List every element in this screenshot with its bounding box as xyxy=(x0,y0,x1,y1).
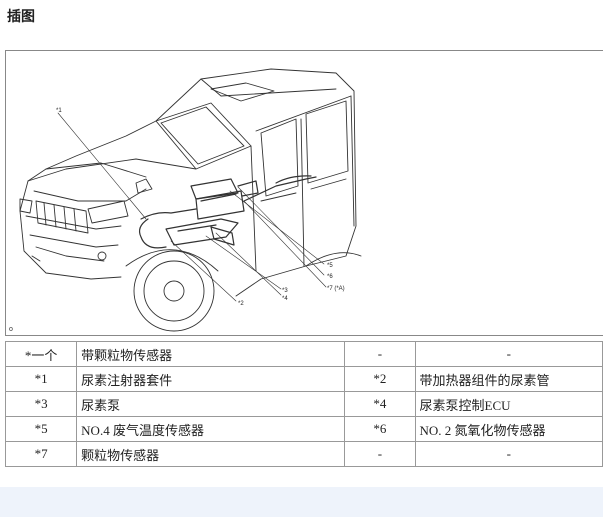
table-row: *5 NO.4 废气温度传感器 *6 NO. 2 氮氧化物传感器 xyxy=(4,416,603,442)
section-heading: 插图 xyxy=(7,9,35,25)
legend-label: - xyxy=(414,341,603,367)
legend-code: *3 xyxy=(4,391,78,417)
legend-label: 带颗粒物传感器 xyxy=(76,341,346,367)
legend-label: 尿素注射器套件 xyxy=(76,366,346,392)
callout-3: *3 xyxy=(282,288,288,294)
callout-1: *1 xyxy=(56,108,62,114)
legend-code: *6 xyxy=(344,416,416,442)
callout-4: *4 xyxy=(282,296,288,302)
table-row: *3 尿素泵 *4 尿素泵控制ECU xyxy=(4,391,603,417)
legend-label: 尿素泵控制ECU xyxy=(414,391,603,417)
callout-5: *5 xyxy=(327,263,333,269)
vehicle-illustration: *1 *2 *3 *4 *5 *6 *7 (*A) o xyxy=(5,50,603,336)
vehicle-line-drawing: *1 *2 *3 *4 *5 *6 *7 (*A) xyxy=(19,68,362,332)
table-row: *一个 带颗粒物传感器 - - xyxy=(4,341,603,367)
legend-code: *5 xyxy=(4,416,78,442)
legend-label: NO. 2 氮氧化物传感器 xyxy=(414,416,603,442)
table-row: *7 颗粒物传感器 - - xyxy=(4,441,603,467)
table-row: *1 尿素注射器套件 *2 带加热器组件的尿素管 xyxy=(4,366,603,392)
figure-code: o xyxy=(9,326,13,333)
legend-code: - xyxy=(344,441,416,467)
legend-code: *7 xyxy=(4,441,78,467)
legend-code: *1 xyxy=(4,366,78,392)
callout-7: *7 (*A) xyxy=(327,286,345,292)
legend-label: - xyxy=(414,441,603,467)
callout-2: *2 xyxy=(238,301,244,307)
legend-label: 颗粒物传感器 xyxy=(76,441,346,467)
legend-label: 带加热器组件的尿素管 xyxy=(414,366,603,392)
legend-code: *2 xyxy=(344,366,416,392)
callout-6: *6 xyxy=(327,274,333,280)
legend-code: - xyxy=(344,341,416,367)
legend-code: *4 xyxy=(344,391,416,417)
legend-code: *一个 xyxy=(4,341,78,367)
legend-label: NO.4 废气温度传感器 xyxy=(76,416,346,442)
footer-band xyxy=(0,487,603,517)
legend-table: *一个 带颗粒物传感器 - - *1 尿素注射器套件 *2 带加热器组件的尿素管… xyxy=(4,341,603,467)
legend-label: 尿素泵 xyxy=(76,391,346,417)
